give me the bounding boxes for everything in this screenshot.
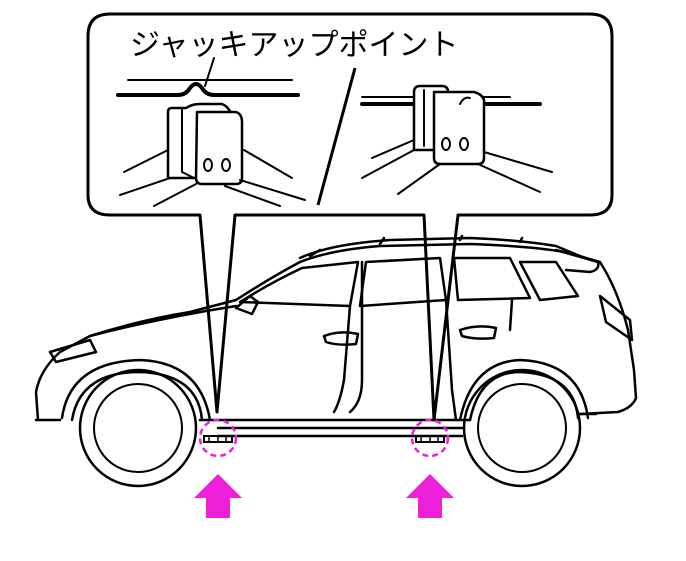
front-jack-point-detail — [116, 57, 306, 207]
vehicle-outline — [34, 234, 638, 488]
rear-jack-point-detail — [360, 84, 553, 195]
rear-up-arrow-icon — [406, 474, 454, 518]
callout-title: ジャッキアップポイント — [130, 28, 459, 63]
front-up-arrow-icon — [194, 474, 242, 518]
front-jack-marker — [198, 418, 238, 458]
callout-divider — [316, 67, 357, 206]
callout-box — [86, 12, 614, 422]
rear-jack-marker — [410, 418, 450, 458]
